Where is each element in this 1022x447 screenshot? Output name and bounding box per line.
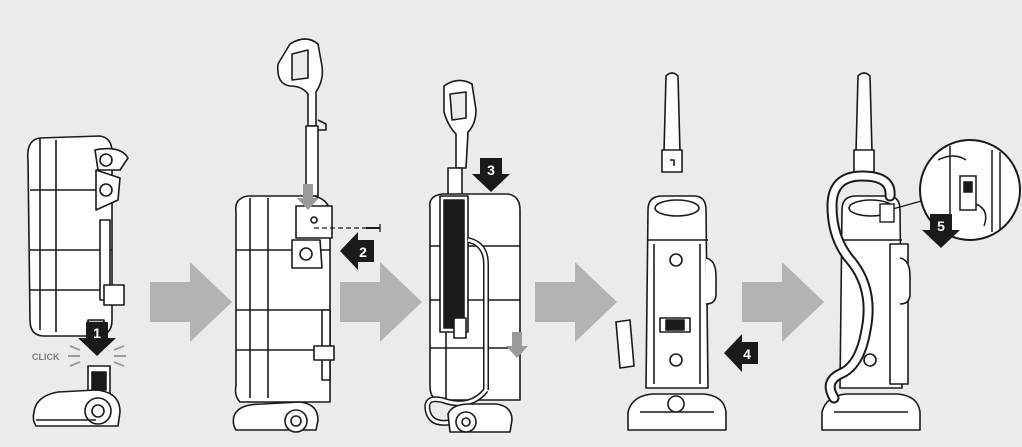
flow-arrow-4-icon	[742, 262, 824, 342]
step-1-number: 1	[93, 325, 101, 341]
step-2-badge: 2	[340, 232, 374, 270]
step-5-badge: 5	[922, 214, 960, 248]
figure-step-4	[627, 72, 727, 431]
step-3-badge: 3	[472, 158, 510, 192]
click-rays-icon	[68, 345, 126, 367]
figure-step-3	[424, 79, 521, 433]
step-3-number: 3	[487, 162, 495, 178]
step-4-number: 4	[743, 346, 751, 362]
flow-arrow-2-icon	[340, 262, 422, 342]
figure-step-2	[232, 38, 335, 433]
attach-arrow-icon	[506, 332, 528, 358]
step-1-badge: 1	[78, 322, 116, 356]
click-label: CLICK	[32, 352, 60, 362]
screw-icon	[314, 224, 381, 232]
hose-wrap-icon	[824, 170, 896, 404]
insert-arrow-icon	[297, 184, 319, 210]
crevice-tool-icon	[615, 319, 635, 369]
figure-step-1	[26, 135, 129, 427]
flow-arrow-3-icon	[535, 262, 617, 342]
step-5-number: 5	[937, 218, 945, 234]
flow-arrow-1-icon	[150, 262, 232, 342]
step-2-number: 2	[359, 244, 367, 260]
step-4-badge: 4	[724, 334, 758, 372]
